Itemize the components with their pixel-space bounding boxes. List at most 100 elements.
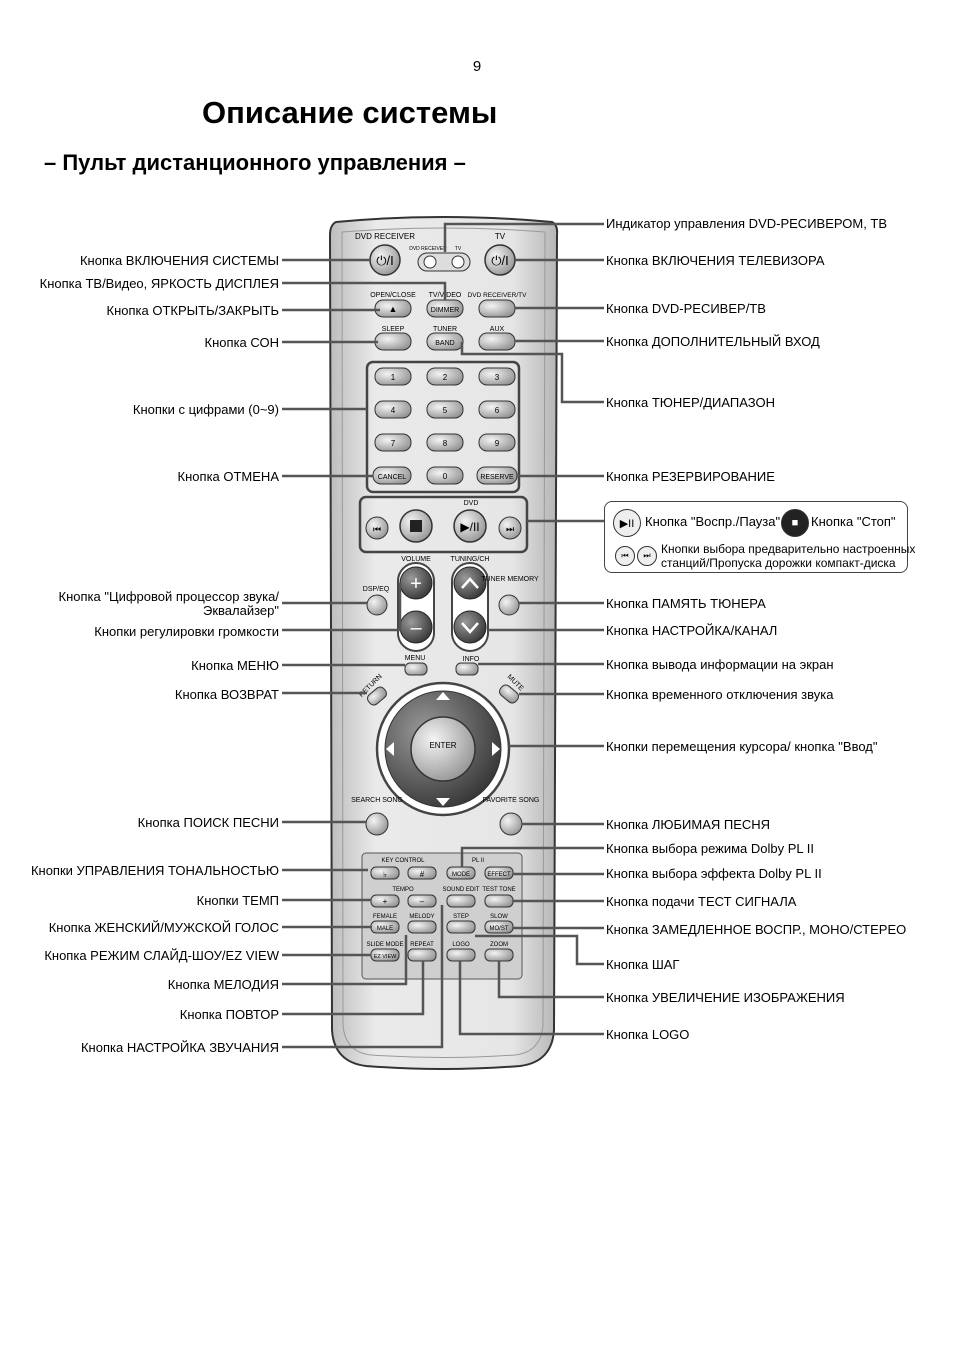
leader-line (475, 934, 604, 966)
cursor-right-button[interactable] (492, 742, 500, 756)
leader-line (282, 935, 408, 986)
pl2-caption: PL II (472, 858, 484, 864)
digit-0-button[interactable]: 0 (426, 466, 464, 485)
leader-line (497, 961, 604, 999)
svg-text:ENTER: ENTER (429, 741, 456, 750)
right-label: Кнопка ШАГ (606, 957, 680, 972)
cursor-up-button[interactable] (436, 692, 450, 700)
dimmer-button[interactable]: DIMMER (426, 299, 464, 318)
svg-text:TV: TV (455, 246, 462, 252)
pl2-mode-button[interactable]: MODE (446, 866, 476, 880)
system-power-button[interactable]: ⏻/I (369, 244, 401, 276)
svg-text:CANCEL: CANCEL (378, 474, 407, 481)
svg-text:2: 2 (443, 373, 448, 382)
reserve-button[interactable]: RESERVE (476, 466, 518, 485)
left-label: Кнопка "Цифровой процессор звука/ (58, 589, 280, 604)
digit-5-button[interactable]: 5 (426, 400, 464, 419)
digit-2-button[interactable]: 2 (426, 367, 464, 386)
tuning-down-button[interactable] (453, 610, 487, 644)
search-song-button[interactable] (365, 812, 389, 836)
leader-line (282, 583, 402, 632)
aux-caption: AUX (490, 326, 505, 333)
melody-button[interactable] (407, 920, 437, 934)
play-pause-button[interactable]: ▶/II (453, 509, 487, 543)
digit-1-button[interactable]: 1 (374, 367, 412, 386)
tuner-memory-button[interactable] (498, 594, 520, 616)
tv-power-button[interactable]: ⏻/I (484, 244, 516, 276)
power-icon: ⏻/I (376, 253, 394, 268)
sleep-button[interactable] (374, 332, 412, 351)
sound-edit-caption: SOUND EDIT (442, 887, 479, 893)
tempo-up-button[interactable]: + (370, 894, 400, 908)
right-label: Индикатор управления DVD-РЕСИВЕРОМ, ТВ (606, 216, 888, 231)
key-flat-button[interactable]: ♭ (370, 866, 400, 880)
svg-text:EZ VIEW: EZ VIEW (374, 954, 397, 960)
skip-forward-button[interactable]: ⏭ (498, 516, 522, 540)
skip-forward-icon: ⏭ (637, 546, 657, 566)
leader-line (458, 961, 604, 1036)
return-button[interactable] (365, 685, 388, 707)
menu-button[interactable] (404, 662, 428, 676)
left-label: Кнопка ЖЕНСКИЙ/МУЖСКОЙ ГОЛОС (48, 920, 279, 935)
right-label: Кнопка ТЮНЕР/ДИАПАЗОН (606, 395, 775, 410)
sound-edit-button[interactable] (446, 894, 476, 908)
digit-6-button[interactable]: 6 (478, 400, 516, 419)
left-label: Кнопки регулировки громкости (94, 624, 279, 639)
digit-3-button[interactable]: 3 (478, 367, 516, 386)
play-pause-icon: ▶II (613, 509, 641, 537)
svg-text:6: 6 (495, 406, 500, 415)
left-label: Кнопка МЕЛОДИЯ (167, 977, 279, 992)
step-button[interactable] (446, 920, 476, 934)
volume-up-button[interactable]: + (399, 566, 433, 600)
favorite-song-button[interactable] (499, 812, 523, 836)
svg-text:EFFECT: EFFECT (487, 872, 511, 878)
legend-stop: Кнопка "Стоп" (811, 514, 896, 529)
digit-8-button[interactable]: 8 (426, 433, 464, 452)
right-label: Кнопка подачи ТЕСТ СИГНАЛА (606, 894, 797, 909)
digit-7-button[interactable]: 7 (374, 433, 412, 452)
band-button[interactable]: BAND (426, 332, 464, 351)
female-caption: FEMALE (373, 914, 397, 920)
cancel-button[interactable]: CANCEL (372, 466, 412, 485)
right-label: Кнопка выбора режима Dolby PL II (606, 841, 814, 856)
volume-down-button[interactable]: – (399, 610, 433, 644)
open-close-caption: OPEN/CLOSE (370, 292, 416, 299)
repeat-button[interactable] (407, 948, 437, 962)
skip-back-button[interactable]: ⏮ (365, 516, 389, 540)
open-close-button[interactable]: ▲ (374, 299, 412, 318)
logo-button[interactable] (446, 948, 476, 962)
info-caption: INFO (463, 656, 480, 663)
left-label: Кнопка ТВ/Видео, ЯРКОСТЬ ДИСПЛЕЯ (39, 276, 279, 291)
leader-line (282, 905, 444, 1049)
repeat-caption: REPEAT (410, 942, 434, 948)
digit-4-button[interactable]: 4 (374, 400, 412, 419)
female-male-button[interactable]: MALE (370, 920, 400, 934)
info-button[interactable] (455, 662, 479, 676)
cursor-down-button[interactable] (436, 798, 450, 806)
enter-button[interactable]: ENTER (410, 716, 476, 782)
dsp-eq-button[interactable] (366, 594, 388, 616)
test-tone-button[interactable] (484, 894, 514, 908)
digit-9-button[interactable]: 9 (478, 433, 516, 452)
tuning-up-button[interactable] (453, 566, 487, 600)
right-label: Кнопка ВКЛЮЧЕНИЯ ТЕЛЕВИЗОРА (606, 253, 825, 268)
left-label: Кнопки ТЕМП (196, 893, 279, 908)
right-label: Кнопка LOGO (606, 1027, 690, 1042)
slow-mo-st-button[interactable]: MO/ST (484, 920, 514, 934)
aux-button[interactable] (478, 332, 516, 351)
zoom-button[interactable] (484, 948, 514, 962)
right-label: Кнопка НАСТРОЙКА/КАНАЛ (606, 623, 778, 638)
slide-mode-ez-view-button[interactable]: EZ VIEW (370, 948, 400, 962)
stop-button[interactable] (399, 509, 433, 543)
melody-caption: MELODY (409, 914, 434, 920)
cursor-left-button[interactable] (386, 742, 394, 756)
mute-button[interactable] (497, 683, 520, 705)
tempo-down-button[interactable]: – (407, 894, 437, 908)
dvd-receiver-tv-button[interactable] (478, 299, 516, 318)
key-sharp-button[interactable]: # (407, 866, 437, 880)
pl2-effect-button[interactable]: EFFECT (484, 866, 514, 880)
skip-forward-icon: ⏭ (506, 524, 514, 534)
right-label: Кнопки перемещения курсора/ кнопка "Ввод… (606, 739, 878, 754)
page-number: 9 (472, 58, 482, 75)
power-icon: ⏻/I (491, 253, 509, 268)
